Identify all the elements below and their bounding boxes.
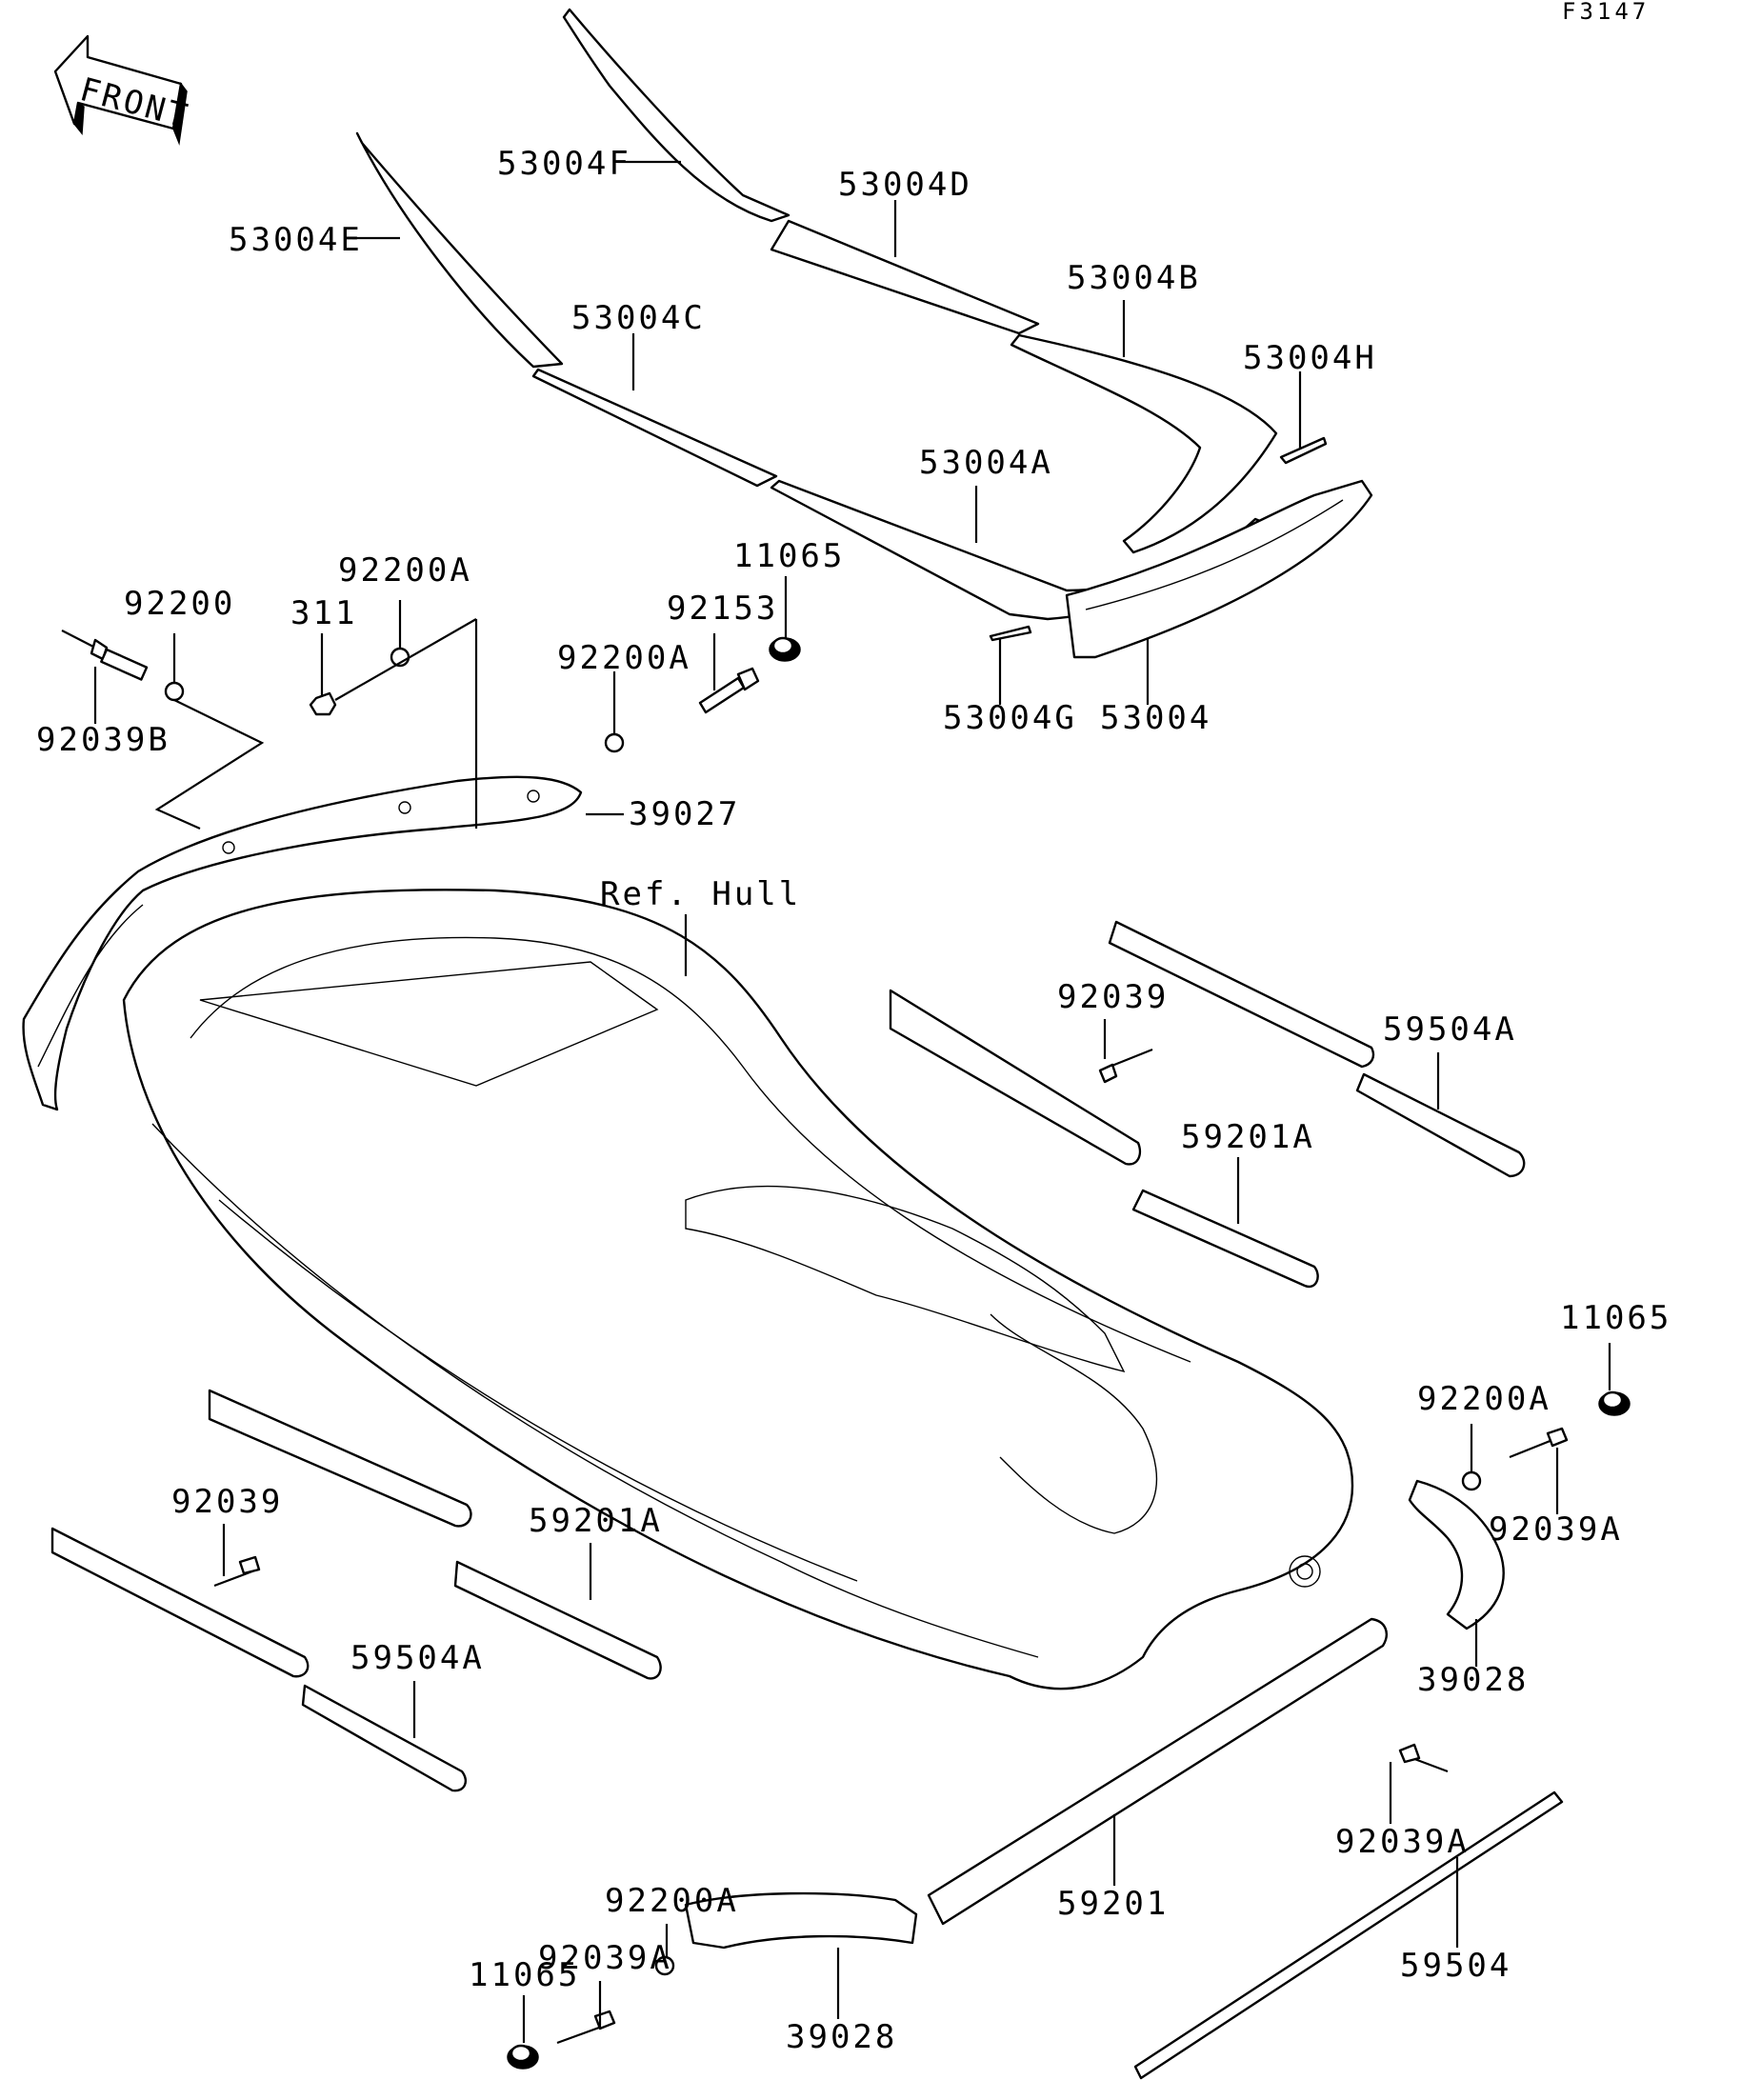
callout-59504: 59504	[1400, 1947, 1511, 1985]
guard-59504	[1133, 1790, 1564, 2080]
callout-53004G: 53004G	[943, 699, 1077, 737]
callout-53004B: 53004B	[1067, 259, 1201, 297]
callout-53004A: 53004A	[919, 444, 1053, 482]
guard-59201A-r-upper	[889, 989, 1142, 1166]
callout-53004H: 53004H	[1243, 339, 1377, 377]
grommet-11065-top	[769, 636, 801, 662]
bolt-92039A-bot	[556, 2010, 616, 2045]
nut-311	[309, 691, 337, 716]
bolt-92039A-r	[1509, 1427, 1569, 1459]
callout-11065-r: 11065	[1560, 1299, 1671, 1337]
callout-92153: 92153	[667, 590, 778, 628]
mat-53004	[1065, 479, 1373, 659]
mat-53004C	[531, 368, 778, 488]
bracket-39028-bot	[684, 1891, 918, 1950]
callout-39028-r: 39028	[1417, 1661, 1529, 1699]
guard-59504A-l-small	[301, 1684, 467, 1792]
callout-11065-top: 11065	[733, 537, 845, 575]
washer-92200	[164, 681, 185, 702]
callout-59504A-l: 59504A	[350, 1639, 485, 1677]
grommet-11065-bot	[507, 2044, 539, 2070]
callout-92200A-mid: 92200A	[557, 639, 691, 677]
callout-53004C: 53004C	[571, 299, 706, 337]
mat-53004B	[1010, 333, 1278, 554]
guard-59201A-r-lower	[1131, 1189, 1319, 1289]
callout-11065-bot: 11065	[469, 1956, 580, 1994]
grommet-11065-r	[1598, 1390, 1631, 1416]
callout-92200A-r: 92200A	[1417, 1380, 1551, 1418]
callout-53004D: 53004D	[838, 166, 972, 204]
washer-92200A-r	[1461, 1470, 1482, 1491]
callout-92039A-bot: 92039A	[538, 1939, 672, 1977]
mat-53004E	[355, 131, 564, 369]
callout-311: 311	[290, 594, 357, 632]
callout-39027: 39027	[629, 795, 740, 833]
figure-code: F3147	[1562, 0, 1650, 25]
callout-92039-l: 92039	[171, 1483, 283, 1521]
callout-92039-r: 92039	[1057, 978, 1169, 1016]
callout-59504A-r: 59504A	[1383, 1010, 1517, 1049]
mat-53004H	[1279, 436, 1328, 465]
leader-lines	[93, 160, 1611, 2043]
callout-59201A-r: 59201A	[1181, 1118, 1315, 1156]
callout-92039B: 92039B	[36, 721, 170, 759]
callout-92039A-r: 92039A	[1489, 1510, 1623, 1549]
hull-ref	[122, 889, 1354, 1690]
bolt-92039B	[61, 630, 149, 681]
guard-59201A-l	[453, 1560, 662, 1680]
callout-53004F: 53004F	[497, 145, 631, 183]
guard-59504A-r-lower	[1355, 1072, 1526, 1178]
callout-53004E: 53004E	[229, 221, 363, 259]
callout-92200A-bot: 92200A	[605, 1882, 739, 1920]
washer-92200A-bot	[654, 1955, 675, 1976]
callout-39028-bot: 39028	[786, 2018, 897, 2056]
callout-59201A-l: 59201A	[529, 1502, 663, 1540]
callout-labels: 53004F 53004E 53004D 53004B 53004C 53004…	[36, 145, 1671, 2056]
guard-59504A-l-lower	[50, 1527, 310, 1678]
bolt-92039-l	[213, 1555, 261, 1588]
callout-92039A-low: 92039A	[1335, 1823, 1470, 1861]
washer-92200A-mid	[604, 732, 625, 753]
guard-59504A-l-upper	[208, 1389, 472, 1528]
guard-59201	[927, 1617, 1388, 1926]
mat-53004G	[989, 625, 1032, 642]
callout-53004: 53004	[1100, 699, 1211, 737]
callout-59201: 59201	[1057, 1885, 1169, 1923]
callout-92200A-top: 92200A	[338, 551, 472, 590]
bracket-39028-r	[1408, 1479, 1505, 1630]
bolt-92153	[698, 667, 760, 714]
front-direction-arrow-icon: FRONT	[53, 34, 193, 146]
mat-53004D	[770, 219, 1040, 335]
ref-hull-label: Ref. Hull	[600, 875, 801, 913]
mat-53004F	[562, 8, 790, 223]
bolt-92039A-low	[1398, 1743, 1449, 1773]
callout-92200: 92200	[124, 585, 235, 623]
bolt-92039-r	[1098, 1048, 1153, 1084]
guard-59504A-r-upper	[1108, 920, 1375, 1069]
